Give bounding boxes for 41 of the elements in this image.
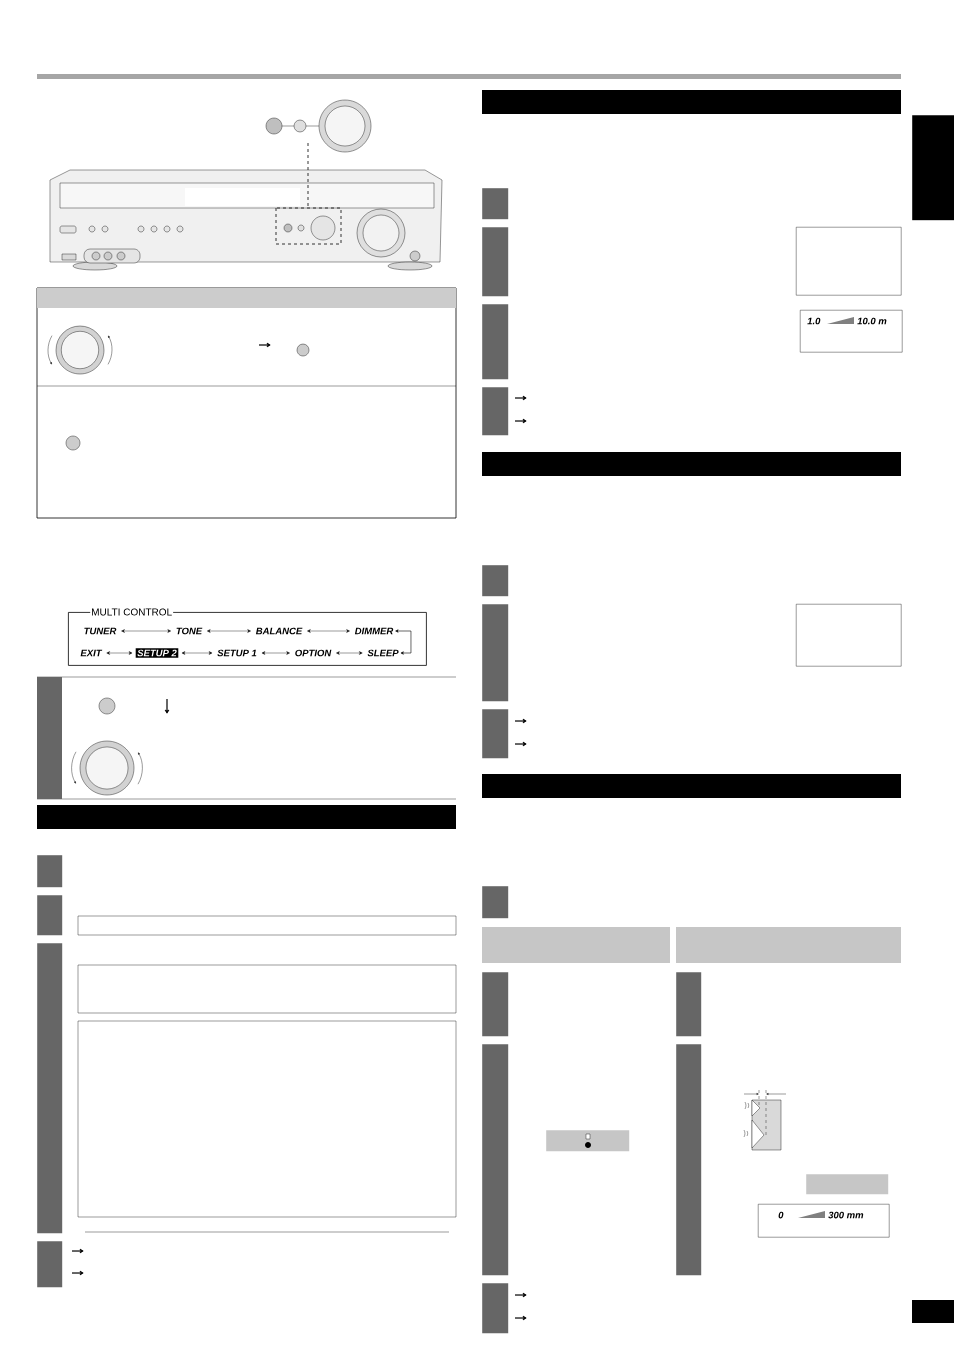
arrow	[307, 629, 350, 633]
step-block	[37, 855, 63, 888]
range-display: 1.0 10.0 m	[800, 310, 903, 353]
step-block	[482, 1044, 509, 1276]
menu-item: TONE	[176, 627, 203, 635]
menu-item: EXIT	[80, 649, 103, 657]
step-block	[482, 304, 509, 380]
step-block	[482, 188, 509, 220]
step-block	[676, 972, 702, 1037]
step-block	[482, 604, 509, 702]
side-tab	[912, 115, 954, 221]
step-block	[482, 387, 509, 436]
arrow	[336, 651, 363, 655]
arrow	[261, 651, 290, 655]
menu-item: SETUP 2	[135, 648, 179, 658]
arrow	[106, 651, 133, 655]
menu-item: OPTION	[295, 649, 332, 657]
arrow	[121, 629, 171, 633]
step-block	[482, 972, 509, 1037]
range-display: 0 300 mm	[758, 1204, 890, 1238]
step-block	[482, 227, 509, 297]
display-box	[796, 227, 902, 296]
arrow	[181, 651, 213, 655]
step-block	[482, 565, 509, 597]
display-box	[796, 604, 902, 667]
step-block	[37, 1241, 63, 1288]
menu-item: DIMMER	[354, 627, 394, 635]
menu-item: SLEEP	[367, 649, 399, 657]
menu-item: TUNER	[84, 627, 117, 635]
arrow	[207, 629, 251, 633]
menu-item: BALANCE	[255, 627, 303, 635]
menu-item: SETUP 1	[217, 649, 257, 657]
step-block	[37, 943, 63, 1234]
step-block	[37, 895, 63, 936]
arrow	[395, 629, 412, 655]
step-block	[482, 709, 509, 759]
step-block	[676, 1044, 702, 1276]
display-bar	[546, 1130, 630, 1152]
display-bar	[806, 1174, 889, 1195]
step-block	[482, 1283, 509, 1334]
step-block	[482, 886, 509, 919]
